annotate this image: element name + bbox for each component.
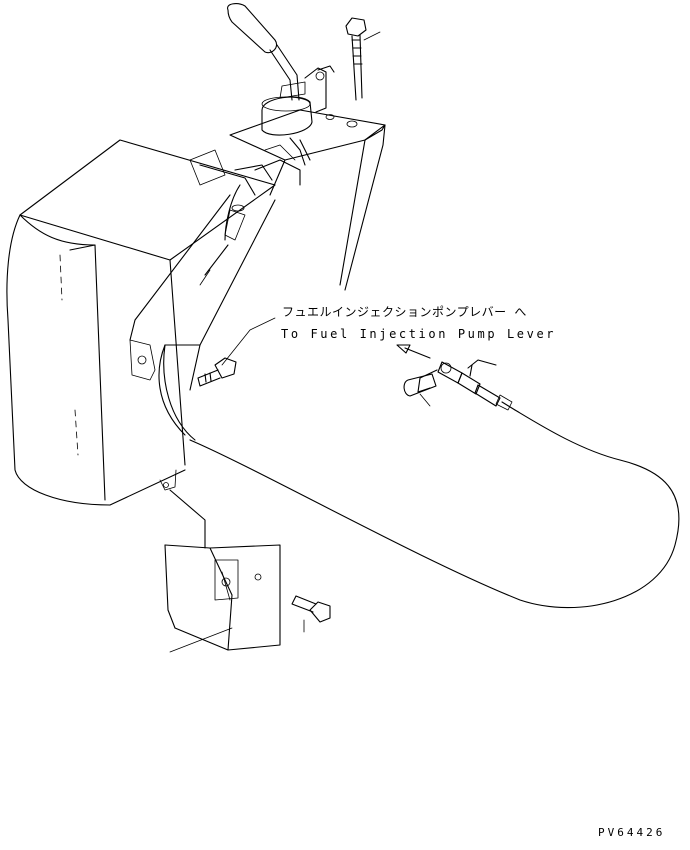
linkage-mechanism: [189, 144, 301, 286]
side-bolt: [197, 357, 237, 387]
leader-lines: [169, 317, 276, 653]
mounting-bracket: [159, 469, 281, 651]
throttle-lever: [227, 3, 335, 166]
drawing-code: PV64426: [598, 826, 666, 839]
lower-bolt: [291, 595, 331, 633]
callout-label-english: To Fuel Injection Pump Lever: [281, 327, 557, 341]
top-bolt: [345, 17, 381, 101]
control-cable: [189, 344, 680, 609]
lever-console: [129, 109, 386, 441]
callout-label-japanese: フュエルインジェクションポンプレバー へ: [282, 305, 527, 319]
control-box: [6, 139, 276, 506]
